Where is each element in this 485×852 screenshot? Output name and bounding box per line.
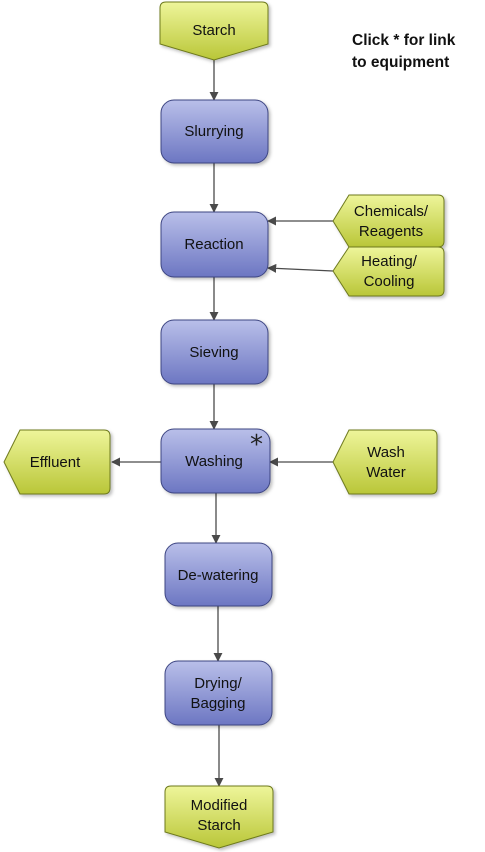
label-line: Drying/ <box>194 675 242 692</box>
equipment-link-note: Click * for link to equipment <box>352 30 482 74</box>
label-line: Starch <box>197 817 240 834</box>
step-drying-label: Drying/Bagging <box>190 675 245 712</box>
label-line: Cooling <box>364 273 415 290</box>
note-line-1: Click * for link <box>352 32 456 49</box>
label-line: Effluent <box>30 454 81 471</box>
label-line: De-watering <box>178 567 259 584</box>
connectors <box>111 60 334 787</box>
step-reaction-label: Reaction <box>184 236 243 253</box>
output-effluent-label: Effluent <box>30 454 81 471</box>
step-sieving-label: Sieving <box>189 344 238 361</box>
step-slurrying: Slurrying <box>160 99 269 164</box>
label-line: Heating/ <box>361 253 418 270</box>
note-line-2: to equipment <box>352 54 450 71</box>
label-line: Washing <box>185 453 243 470</box>
label-line: Water <box>366 464 405 481</box>
step-washing-label: Washing <box>185 453 243 470</box>
washing-equipment-link-star[interactable]: * <box>250 430 263 460</box>
step-dewatering: De-watering <box>164 542 273 607</box>
label-line: Reagents <box>359 223 423 240</box>
input-heating-cooling: Heating/Cooling <box>332 246 445 297</box>
label-line: Slurrying <box>184 123 243 140</box>
step-reaction: Reaction <box>160 211 269 278</box>
label-line: Reaction <box>184 236 243 253</box>
input-chemicals-reagents: Chemicals/Reagents <box>332 194 445 248</box>
label-line: Sieving <box>189 344 238 361</box>
step-washing[interactable]: Washing <box>160 428 271 494</box>
label-line: Modified <box>191 797 248 814</box>
step-slurrying-label: Slurrying <box>184 123 243 140</box>
arrow-heating-to-reaction <box>267 263 334 273</box>
label-line: Wash <box>367 444 405 461</box>
input-chemicals-label: Chemicals/Reagents <box>354 203 429 240</box>
label-line: Starch <box>192 22 235 39</box>
label-line: Bagging <box>190 695 245 712</box>
label-line: Chemicals/ <box>354 203 429 220</box>
step-drying-bagging: Drying/Bagging <box>164 660 273 726</box>
output-effluent: Effluent <box>3 429 111 495</box>
input-starch: Starch <box>159 1 269 61</box>
step-sieving: Sieving <box>160 319 269 385</box>
input-starch-label: Starch <box>192 22 235 39</box>
step-dewatering-label: De-watering <box>178 567 259 584</box>
input-heating-label: Heating/Cooling <box>361 253 418 290</box>
